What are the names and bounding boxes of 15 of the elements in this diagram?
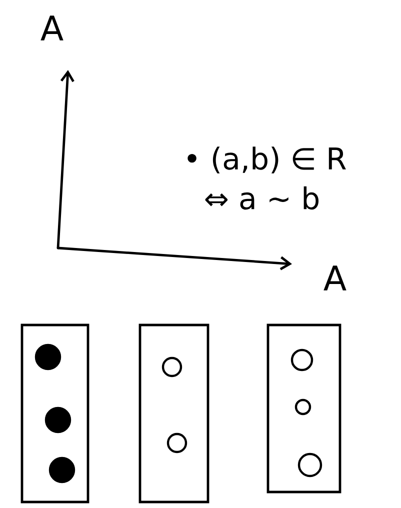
column-box — [266, 324, 342, 494]
hollow-dot — [162, 356, 182, 378]
column-box — [20, 324, 90, 504]
hollow-dot — [290, 348, 314, 372]
column-box — [138, 324, 210, 504]
hollow-dot — [166, 432, 188, 454]
filled-dot — [34, 344, 62, 370]
label: A — [40, 16, 64, 40]
hollow-dot — [294, 398, 312, 416]
label: ⇔ a ∼ b — [205, 186, 318, 210]
filled-dot — [44, 406, 72, 434]
filled-dot — [48, 456, 76, 484]
label: • (a,b) ∈ R — [188, 146, 346, 174]
hollow-dot — [298, 452, 322, 478]
label: A — [324, 266, 346, 290]
